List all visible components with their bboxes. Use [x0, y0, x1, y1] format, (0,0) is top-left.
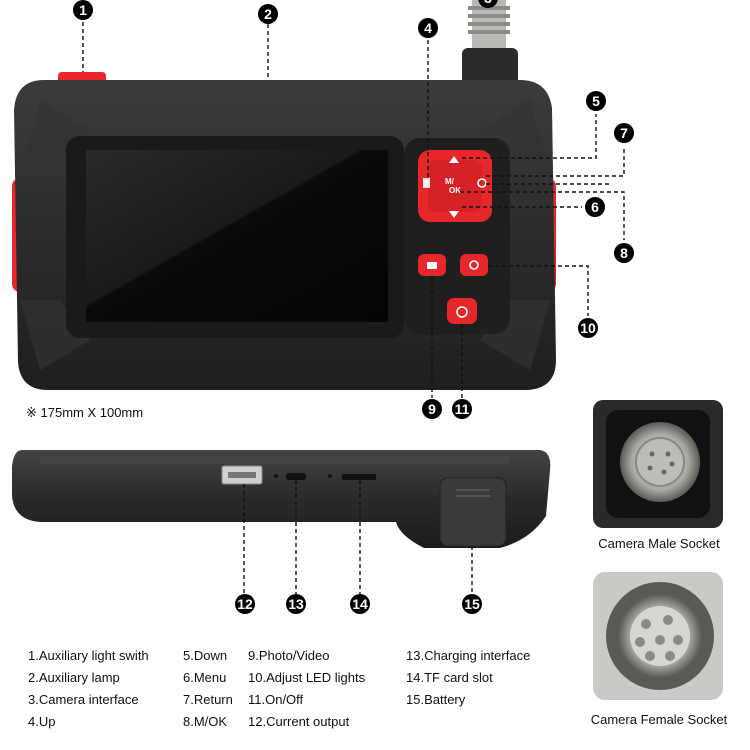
camera-icon [427, 262, 437, 269]
callout-label-15: 15 [464, 596, 480, 612]
adjust-led-button[interactable] [460, 254, 488, 276]
callout-label-12: 12 [237, 596, 253, 612]
callout-9 [422, 399, 442, 419]
up-button[interactable] [449, 156, 459, 163]
callout-label-5: 5 [592, 93, 600, 109]
legend-col-3: 9.Photo/Video 10.Adjust LED lights 11.On… [248, 645, 365, 733]
legend-col-4: 13.Charging interface 14.TF card slot 15… [406, 645, 530, 711]
ok-button-label-2: OK [449, 186, 461, 195]
callout-10 [578, 318, 598, 338]
callout-2 [258, 4, 278, 24]
legend-item: 2.Auxiliary lamp [28, 670, 120, 685]
power-button[interactable] [447, 298, 477, 324]
callout-11 [452, 399, 472, 419]
callout-8 [614, 243, 634, 263]
legend-item: 12.Current output [248, 714, 350, 729]
callout-markers: 123456789101112131415 [73, 0, 634, 614]
callout-15 [462, 594, 482, 614]
return-button[interactable] [477, 178, 487, 188]
callout-label-1: 1 [79, 2, 87, 18]
legend-item: 6.Menu [183, 670, 227, 685]
callout-6 [585, 197, 605, 217]
legend-item: 10.Adjust LED lights [248, 670, 366, 685]
callout-12 [235, 594, 255, 614]
callout-label-3: 3 [484, 0, 492, 6]
callout-label-11: 11 [455, 401, 470, 417]
down-button[interactable] [449, 211, 459, 218]
callout-label-14: 14 [352, 596, 368, 612]
callout-7 [614, 123, 634, 143]
camera-interface-connector [462, 0, 518, 86]
callout-label-7: 7 [620, 125, 628, 141]
female-socket-caption: Camera Female Socket [590, 712, 728, 727]
callout-label-4: 4 [424, 20, 432, 36]
callout-1 [73, 0, 93, 20]
menu-button[interactable] [423, 178, 430, 188]
callout-label-6: 6 [591, 199, 599, 215]
callout-label-8: 8 [620, 245, 628, 261]
leader-lines-front [82, 22, 625, 398]
legend-item: 9.Photo/Video [248, 648, 330, 663]
legend-item: 1.Auxiliary light swith [28, 648, 149, 663]
legend-item: 4.Up [28, 714, 56, 729]
callout-3 [478, 0, 498, 8]
legend-item: 5.Down [183, 648, 228, 663]
callout-14 [350, 594, 370, 614]
power-icon [456, 306, 468, 318]
female-socket-photo [593, 572, 723, 700]
led-icon [469, 260, 479, 270]
legend-item: 3.Camera interface [28, 692, 139, 707]
legend-item: 8.M/OK [183, 714, 228, 729]
callout-label-2: 2 [264, 6, 272, 22]
device-side-view [12, 450, 551, 548]
leader-lines-side [243, 480, 473, 594]
ok-button-label[interactable]: M/ [445, 177, 455, 186]
dpad [418, 150, 492, 222]
callout-5 [586, 91, 606, 111]
legend-item: 11.On/Off [248, 692, 304, 707]
callout-label-9: 9 [428, 401, 436, 417]
tf-card-slot [342, 474, 376, 480]
size-note: ※ 175mm X 100mm [26, 405, 144, 420]
charging-port [286, 473, 306, 480]
male-socket-caption: Camera Male Socket [598, 536, 720, 551]
legend-item: 13.Charging interface [406, 648, 531, 663]
callout-4 [418, 18, 438, 38]
legend-item: 7.Return [183, 692, 233, 707]
legend-item: 14.TF card slot [406, 670, 493, 685]
callout-13 [286, 594, 306, 614]
legend-col-1: 1.Auxiliary light swith 2.Auxiliary lamp… [28, 645, 149, 733]
screen [86, 150, 388, 322]
battery-cover [439, 477, 507, 547]
legend-item: 15.Battery [406, 692, 466, 707]
legend-col-2: 5.Down 6.Menu 7.Return 8.M/OK [183, 645, 233, 733]
male-socket-photo [593, 400, 723, 528]
callout-label-13: 13 [288, 596, 304, 612]
callout-label-10: 10 [580, 320, 596, 336]
